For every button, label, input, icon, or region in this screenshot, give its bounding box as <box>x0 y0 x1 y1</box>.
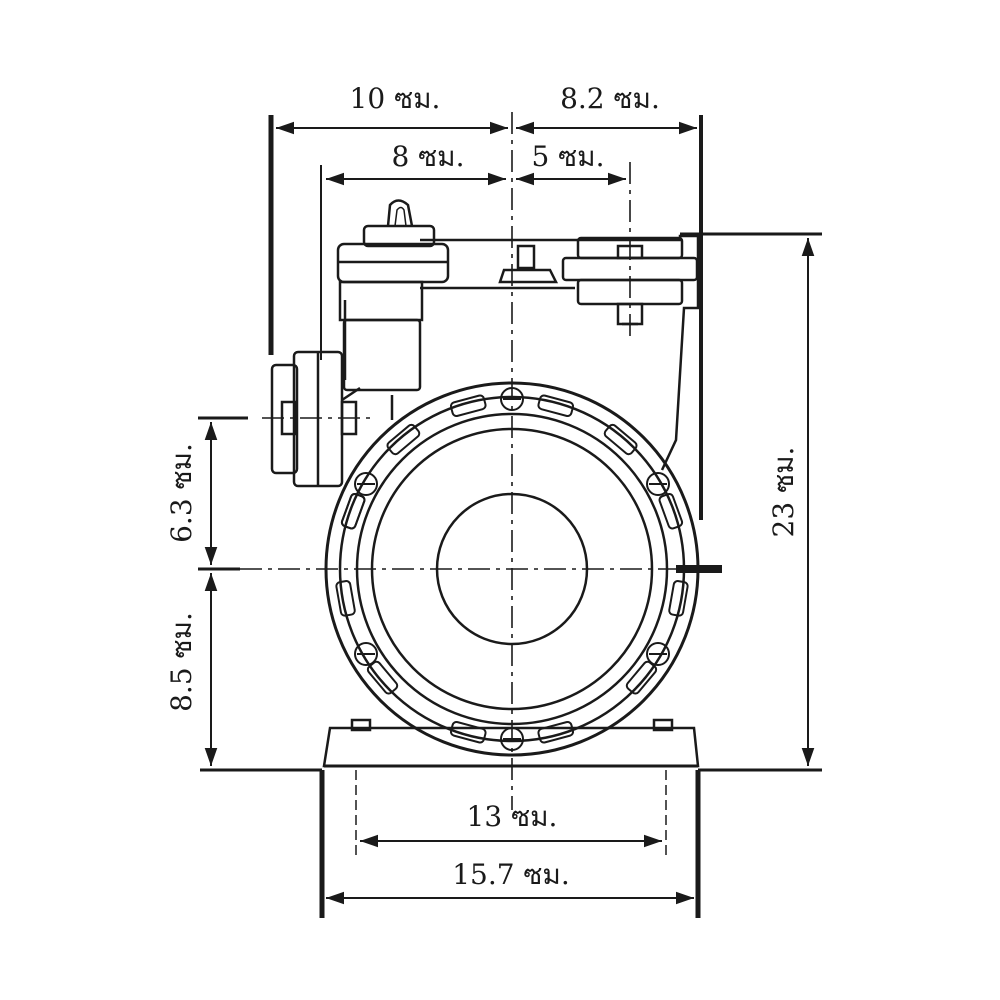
dimension-lines <box>204 121 815 905</box>
center-lines <box>240 112 720 810</box>
label-top-left-width: 10 ซม. <box>350 82 441 115</box>
label-inner-left-width: 8 ซม. <box>391 140 464 173</box>
pump-body <box>324 234 722 757</box>
label-inner-right-width: 5 ซม. <box>531 140 604 173</box>
label-left-lower-height: 8.5 ซม. <box>165 612 198 712</box>
label-base-inner-width: 13 ซม. <box>467 800 558 833</box>
label-total-height: 23 ซม. <box>767 447 800 538</box>
label-base-outer-width: 15.7 ซม. <box>452 858 570 891</box>
flange-slots <box>335 394 689 744</box>
label-top-right-width: 8.2 ซม. <box>560 82 660 115</box>
flange-bolts <box>354 387 670 751</box>
label-left-upper-height: 6.3 ซม. <box>165 443 198 543</box>
inlet-flange <box>270 350 361 488</box>
air-valve <box>498 244 559 284</box>
pressure-switch <box>336 199 450 392</box>
dimension-labels: 10 ซม. 8.2 ซม. 8 ซม. 5 ซม. 13 ซม. 15.7 ซ… <box>165 82 800 891</box>
pump-base <box>322 718 700 768</box>
extension-lines <box>198 115 822 918</box>
outlet-flange <box>561 236 699 326</box>
